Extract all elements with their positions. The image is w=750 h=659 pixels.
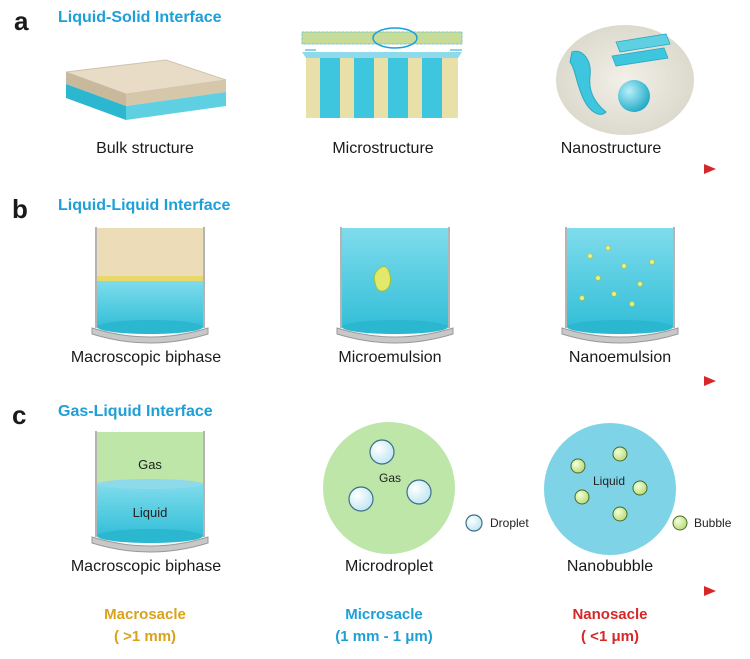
panel-b-title: Liquid-Liquid Interface [58, 197, 231, 214]
scale-micro-range: (1 mm - 1 μm) [335, 628, 433, 645]
scale-arrow-a [4, 164, 716, 174]
panel-c-label: c [12, 400, 26, 430]
scale-micro-name: Microsacle [345, 606, 423, 623]
panel-c: c Gas-Liquid Interface Gas Liquid Gas Dr… [4, 400, 732, 596]
scale-nano-range: ( <1 μm) [581, 628, 639, 645]
bubble-legend: Bubble [672, 515, 732, 531]
microstructure-bars [301, 27, 463, 118]
nanostructure-ellipse [556, 25, 694, 135]
scale-labels: Macrosacle ( >1 mm) Microsacle (1 mm - 1… [104, 606, 647, 645]
beaker-gas-liquid: Gas Liquid [91, 431, 209, 553]
panel-b-label: b [12, 194, 28, 224]
beaker-nanoemulsion [561, 227, 679, 344]
caption-microemulsion: Microemulsion [338, 349, 441, 366]
caption-nanobubble: Nanobubble [567, 558, 653, 575]
scale-arrow-b [4, 376, 716, 386]
caption-bulk: Bulk structure [96, 140, 194, 157]
caption-micro: Microstructure [332, 140, 433, 157]
droplet-legend: Droplet [465, 514, 529, 532]
caption-nanoemulsion: Nanoemulsion [569, 349, 671, 366]
caption-nano: Nanostructure [561, 140, 662, 157]
droplet-legend-label: Droplet [490, 516, 529, 530]
microdroplet-circle: Gas [323, 422, 455, 554]
panel-a-label: a [14, 6, 29, 36]
nanobubble-circle: Liquid [544, 423, 676, 555]
panel-b: b Liquid-Liquid Interface [4, 194, 716, 386]
micro-gas-label: Gas [379, 471, 401, 485]
scale-arrow-c [4, 586, 716, 596]
beaker-liquid-label: Liquid [133, 505, 168, 520]
caption-macro-biphase-c: Macroscopic biphase [71, 558, 221, 575]
beaker-microemulsion [336, 227, 454, 344]
panel-a-title: Liquid-Solid Interface [58, 9, 222, 26]
panel-c-title: Gas-Liquid Interface [58, 403, 213, 420]
bulk-structure-slab [65, 59, 227, 120]
caption-macro-biphase-b: Macroscopic biphase [71, 349, 221, 366]
caption-microdroplet: Microdroplet [345, 558, 434, 575]
scale-nano-name: Nanosacle [572, 606, 647, 623]
beaker-biphase [91, 227, 209, 344]
panel-a: a Liquid-Solid Interface [4, 6, 716, 174]
scale-macro-range: ( >1 mm) [114, 628, 176, 645]
scale-macro-name: Macrosacle [104, 606, 186, 623]
beaker-gas-label: Gas [138, 457, 162, 472]
bubble-legend-label: Bubble [694, 516, 732, 530]
nano-liquid-label: Liquid [593, 474, 625, 488]
